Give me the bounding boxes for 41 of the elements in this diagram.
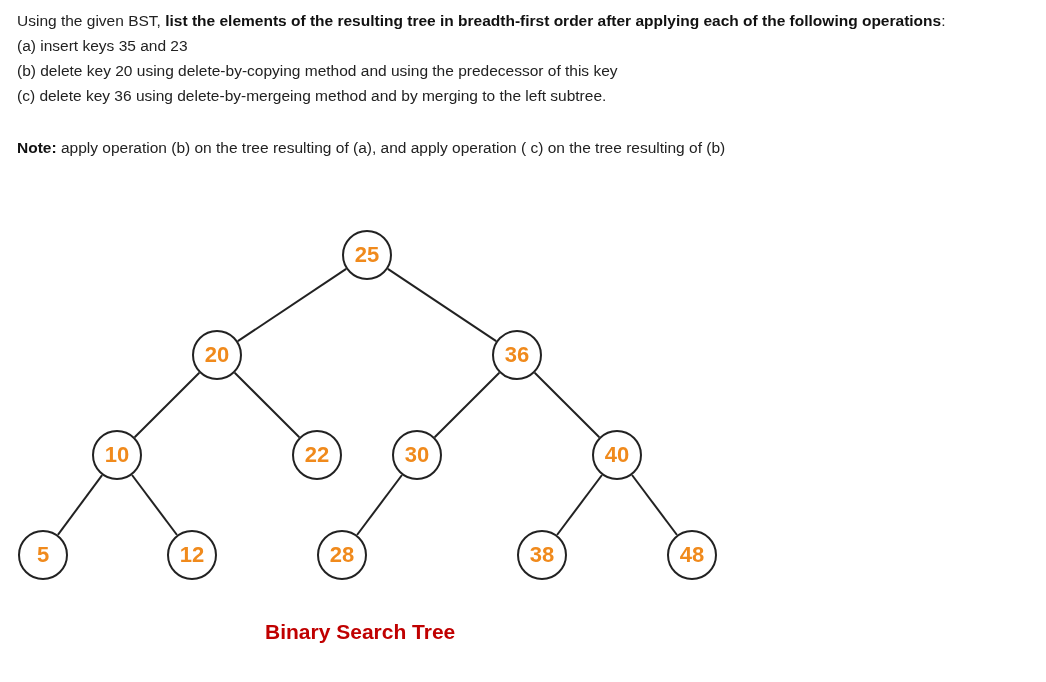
tree-edge xyxy=(356,474,403,536)
instruction-text: (a) insert keys 35 and 23 xyxy=(17,37,188,55)
tree-edge xyxy=(386,267,498,343)
node-key: 10 xyxy=(104,442,130,468)
tree-node-circle xyxy=(592,430,642,480)
tree-node-circle xyxy=(167,530,217,580)
tree-node-circle xyxy=(317,530,367,580)
tree-edge xyxy=(631,474,678,536)
tree-edge xyxy=(233,371,301,439)
node-key: 25 xyxy=(354,242,380,268)
node-key: 38 xyxy=(529,542,555,568)
tree-node-circle xyxy=(292,430,342,480)
tree-edge xyxy=(556,474,603,536)
node-key: 5 xyxy=(36,542,50,568)
tree-node-circle xyxy=(517,530,567,580)
tree-edge xyxy=(133,371,201,439)
node-key: 36 xyxy=(504,342,530,368)
tree-edge xyxy=(56,474,104,536)
tree-node-circle xyxy=(18,530,68,580)
instruction-text: Using the given BST, list the elements of the resulting tree in breadth-first order after applying each of the following operations: xyxy=(17,12,946,30)
tree-node-circle xyxy=(192,330,242,380)
tree-node-circle xyxy=(492,330,542,380)
node-key: 22 xyxy=(304,442,330,468)
node-key: 40 xyxy=(604,442,630,468)
tree-node-circle xyxy=(92,430,142,480)
node-key: 20 xyxy=(204,342,230,368)
tree-edge xyxy=(533,371,601,439)
node-key: 12 xyxy=(179,542,205,568)
tree-node-circle xyxy=(667,530,717,580)
tree-caption: Binary Search Tree xyxy=(265,620,456,644)
tree-node-circle xyxy=(342,230,392,280)
node-key: 30 xyxy=(404,442,430,468)
tree-edge xyxy=(131,474,178,536)
tree-node-circle xyxy=(392,430,442,480)
tree-edge xyxy=(236,267,348,343)
tree-edge xyxy=(433,371,501,439)
instruction-text: Note: apply operation (b) on the tree resulting of (a), and apply operation ( c) on the tree resulting of (b) xyxy=(17,139,726,157)
instruction-text: (c) delete key 36 using delete-by-mergeing method and by merging to the left subtree. xyxy=(17,87,607,105)
node-key: 48 xyxy=(679,542,705,568)
node-key: 28 xyxy=(329,542,355,568)
instruction-text: (b) delete key 20 using delete-by-copying method and using the predecessor of this key xyxy=(17,62,618,80)
